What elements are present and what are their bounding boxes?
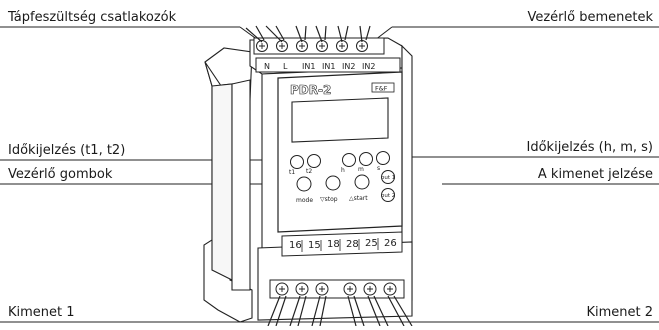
housing-left-inner xyxy=(211,83,233,281)
out1-label: out 1 xyxy=(381,175,395,181)
terminal-label-in2-b: IN2 xyxy=(362,62,375,71)
buttons-row-2 xyxy=(296,174,370,192)
label-time-display-t1-t2: Időkijelzés (t1, t2) xyxy=(8,143,126,158)
out2-led xyxy=(381,188,395,202)
start-label: △start xyxy=(349,195,368,202)
label-control-inputs: Vezérlő bemenetek xyxy=(527,10,653,25)
label-time-display-h-m-s: Időkijelzés (h, m, s) xyxy=(526,140,653,155)
buttons-row-2-labels: mode ▽stop △start xyxy=(296,195,368,204)
terminal-number-18: 18 xyxy=(327,239,340,250)
terminal-label-in1-a: IN1 xyxy=(302,62,315,71)
bottom-screw-slots xyxy=(279,286,393,292)
bottom-number-strip: 16 15 18 28 25 26 xyxy=(281,231,403,257)
terminal-label-n: N xyxy=(264,62,270,71)
out1-led xyxy=(381,170,395,184)
bottom-terminals xyxy=(267,279,413,327)
model-label: PDR-2 xyxy=(290,83,331,97)
buttons-row-1-labels: t1 t2 h m s xyxy=(289,165,380,176)
start-button xyxy=(354,174,370,190)
top-terminal-label-strip: N L IN1 IN1 IN2 IN2 xyxy=(255,57,401,73)
leader-lines xyxy=(0,26,659,323)
brand-label: F&F xyxy=(375,85,388,93)
out2-label: out 2 xyxy=(381,193,395,199)
mode-label: mode xyxy=(296,197,313,204)
label-output-indicator: A kimenet jelzése xyxy=(537,167,653,182)
s-button xyxy=(376,151,390,165)
m-button xyxy=(359,152,373,166)
terminal-label-in2-a: IN2 xyxy=(342,62,355,71)
terminal-label-in1-b: IN1 xyxy=(322,62,335,71)
bottom-wires xyxy=(267,295,413,327)
label-output-1: Kimenet 1 xyxy=(8,305,75,320)
label-output-2: Kimenet 2 xyxy=(586,305,653,320)
t2-label: t2 xyxy=(306,168,312,175)
label-control-buttons: Vezérlő gombok xyxy=(8,167,113,182)
h-button xyxy=(342,153,356,167)
top-wires xyxy=(245,25,371,43)
brand-badge xyxy=(371,82,395,93)
terminal-number-25: 25 xyxy=(365,238,378,249)
m-label: m xyxy=(358,166,364,173)
housing-left-face xyxy=(231,79,251,291)
terminal-number-16: 16 xyxy=(289,240,302,251)
stop-label: ▽stop xyxy=(320,196,338,203)
label-power-terminals: Tápfeszültség csatlakozók xyxy=(8,10,177,25)
terminal-number-26: 26 xyxy=(384,238,397,249)
mode-button xyxy=(296,176,312,192)
t1-label: t1 xyxy=(289,169,295,176)
terminal-label-l: L xyxy=(283,62,288,71)
output-led-labels: out 1 out 2 xyxy=(381,175,395,199)
output-leds xyxy=(381,170,395,202)
lcd-display xyxy=(291,97,389,143)
top-screw-slots xyxy=(259,43,365,49)
terminal-number-15: 15 xyxy=(308,240,321,251)
top-terminals xyxy=(245,25,385,55)
buttons-row-1 xyxy=(290,151,390,169)
t2-button xyxy=(307,154,321,168)
stop-button xyxy=(325,175,341,191)
t1-button xyxy=(290,155,304,169)
s-label: s xyxy=(377,165,380,172)
h-label: h xyxy=(341,167,345,174)
front-panel: PDR-2 F&F t1 t2 h m s xyxy=(277,71,403,233)
terminal-number-28: 28 xyxy=(346,239,359,250)
